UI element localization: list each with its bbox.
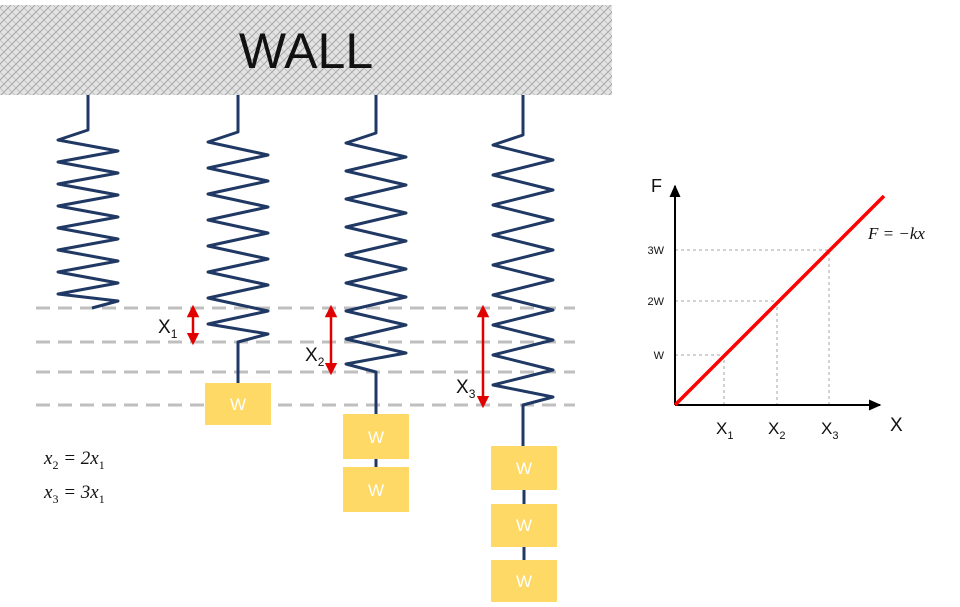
x-axis-label: X bbox=[890, 415, 903, 436]
wall-label: WALL bbox=[239, 23, 373, 79]
spring-two-weights bbox=[344, 95, 408, 414]
weight-label: W bbox=[368, 481, 384, 500]
weight-label: W bbox=[516, 516, 532, 535]
label-x1: X1 bbox=[158, 317, 178, 341]
y-tick-w: W bbox=[654, 350, 665, 362]
y-tick-2w: 2W bbox=[648, 296, 665, 308]
x-tick-x2: X2 bbox=[768, 419, 785, 442]
displacement-arrows bbox=[186, 304, 490, 409]
springs bbox=[56, 95, 555, 446]
line-equation-label: F = −kx bbox=[867, 224, 925, 243]
weight-label: W bbox=[516, 459, 532, 478]
weight-label: W bbox=[368, 428, 384, 447]
weights: W W W W W W bbox=[205, 383, 557, 602]
weight-label: W bbox=[230, 395, 246, 414]
wall: WALL bbox=[0, 5, 612, 95]
weight-block: W bbox=[205, 383, 271, 425]
weight-block: W bbox=[343, 414, 409, 459]
label-x3: X3 bbox=[456, 377, 476, 401]
force-graph: F X W 2W 3W X1 X2 X3 F = −kx bbox=[648, 176, 926, 442]
wall-hatch bbox=[0, 5, 612, 95]
spring-one-weight bbox=[206, 95, 270, 383]
weight-label: W bbox=[516, 572, 532, 591]
weight-block: W bbox=[491, 560, 557, 602]
force-line bbox=[673, 194, 886, 407]
y-axis-label: F bbox=[651, 176, 662, 196]
equation-x3: x3 = 3x1 bbox=[43, 482, 105, 506]
spring-unloaded bbox=[56, 95, 120, 310]
label-x2: X2 bbox=[305, 345, 325, 369]
x-tick-x1: X1 bbox=[716, 419, 733, 442]
weight-block: W bbox=[491, 504, 557, 547]
x-tick-x3: X3 bbox=[821, 419, 838, 442]
equation-x2: x2 = 2x1 bbox=[43, 448, 105, 472]
weight-block: W bbox=[343, 467, 409, 512]
spring-three-weights bbox=[491, 95, 555, 446]
y-tick-3w: 3W bbox=[648, 245, 665, 257]
weight-block: W bbox=[491, 446, 557, 490]
